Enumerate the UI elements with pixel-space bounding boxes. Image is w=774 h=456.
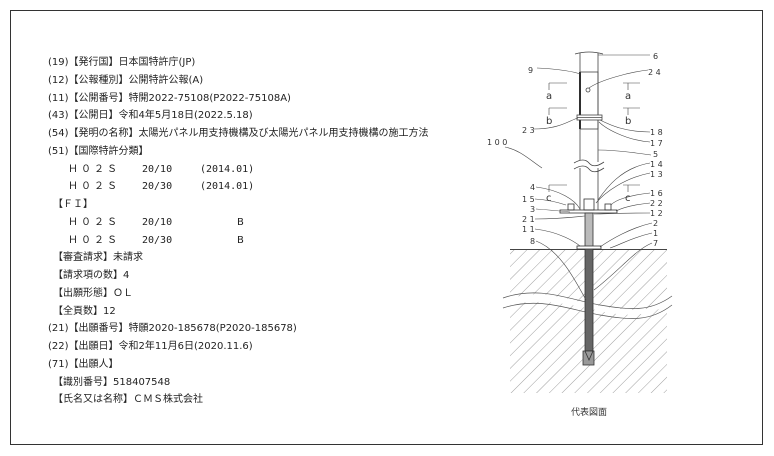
document-frame — [10, 10, 763, 445]
fi-heading: 【ＦＩ】 — [53, 199, 93, 210]
label-1: 1 — [653, 229, 658, 238]
fi-code: B — [237, 234, 244, 246]
applicant-id: 【識別番号】518407548 — [53, 376, 171, 388]
label-4: 4 — [530, 183, 535, 192]
label-8: 8 — [530, 237, 535, 246]
fi-class: Ｈ０２Ｓ — [68, 216, 120, 228]
application-date: (22)【出願日】令和2年11月6日(2020.11.6) — [48, 341, 253, 352]
applicant-heading: (71)【出願人】 — [48, 358, 119, 370]
label-14: 1 4 — [650, 160, 663, 169]
label-23: 2 3 — [522, 126, 535, 135]
figure-caption: 代表図面 — [571, 406, 607, 418]
label-18: 1 8 — [650, 128, 663, 137]
label-7: 7 — [653, 239, 658, 248]
page-count: 【全頁数】12 — [53, 305, 116, 317]
label-9: 9 — [528, 66, 533, 75]
ipc-row: Ｈ０２Ｓ 20/10 (2014.01) — [48, 161, 429, 179]
application-number: (21)【出願番号】特願2020-185678(P2020-185678) — [48, 323, 297, 335]
label-13: 1 3 — [650, 170, 663, 179]
fi-class: Ｈ０２Ｓ — [68, 234, 120, 246]
section-c-left: c — [546, 193, 552, 204]
section-b-left: b — [546, 116, 552, 127]
pole — [573, 51, 605, 212]
label-15: 1 5 — [522, 195, 535, 204]
bibliographic-data: (19)【発行国】日本国特許庁(JP) (12)【公報種別】公開特許公報(A) … — [48, 54, 429, 409]
invention-title: (54)【発明の名称】太陽光パネル用支持機構及び太陽光パネル用支持機構の施工方法 — [48, 128, 429, 139]
label-24: 2 4 — [648, 68, 661, 77]
section-a-right: a — [625, 91, 631, 102]
reference-labels: 6 9 2 4 a a b b 2 3 1 8 1 7 5 1 0 0 1 4 … — [487, 52, 663, 248]
publication-number: (11)【公開番号】特開2022-75108(P2022-75108A) — [48, 92, 291, 104]
section-a-left: a — [546, 91, 552, 102]
applicant-name: 【氏名又は名称】ＣＭＳ株式会社 — [53, 394, 203, 406]
label-2: 2 — [653, 219, 658, 228]
label-6: 6 — [653, 52, 658, 61]
label-17: 1 7 — [650, 139, 663, 148]
examination-request: 【審査請求】未請求 — [53, 252, 143, 264]
ipc-group: 20/30 — [142, 181, 173, 193]
fi-row: Ｈ０２Ｓ 20/30 B — [48, 232, 429, 250]
ipc-class: Ｈ０２Ｓ — [68, 163, 120, 175]
publication-kind: (12)【公報種別】公開特許公報(A) — [48, 74, 204, 86]
fi-group: 20/10 — [142, 216, 173, 228]
application-form: 【出願形態】ＯＬ — [53, 287, 133, 299]
label-3: 3 — [530, 205, 535, 214]
claims-count: 【請求項の数】4 — [53, 270, 130, 281]
fi-row: Ｈ０２Ｓ 20/10 B — [48, 214, 429, 232]
fi-group: 20/30 — [142, 234, 173, 246]
label-100: 1 0 0 — [487, 138, 507, 147]
ipc-version: (2014.01) — [200, 163, 255, 175]
fi-code: B — [237, 216, 244, 228]
publication-date: (43)【公開日】令和4年5月18日(2022.5.18) — [48, 110, 253, 122]
section-b-right: b — [625, 116, 631, 127]
base-plate-and-anchor — [559, 198, 618, 366]
country: (19)【発行国】日本国特許庁(JP) — [48, 57, 196, 68]
ipc-row: Ｈ０２Ｓ 20/30 (2014.01) — [48, 178, 429, 196]
label-22: 2 2 — [650, 199, 663, 208]
ipc-version: (2014.01) — [200, 181, 255, 193]
section-markers-and-leaders — [504, 54, 653, 301]
ipc-class: Ｈ０２Ｓ — [68, 181, 120, 193]
ipc-group: 20/10 — [142, 163, 173, 175]
ipc-heading: (51)【国際特許分類】 — [48, 145, 149, 157]
label-16: 1 6 — [650, 189, 663, 198]
label-21: 2 1 — [522, 215, 535, 224]
section-c-right: c — [625, 193, 631, 204]
label-12: 1 2 — [650, 209, 663, 218]
label-5: 5 — [653, 150, 658, 159]
label-11: 1 1 — [522, 225, 535, 234]
